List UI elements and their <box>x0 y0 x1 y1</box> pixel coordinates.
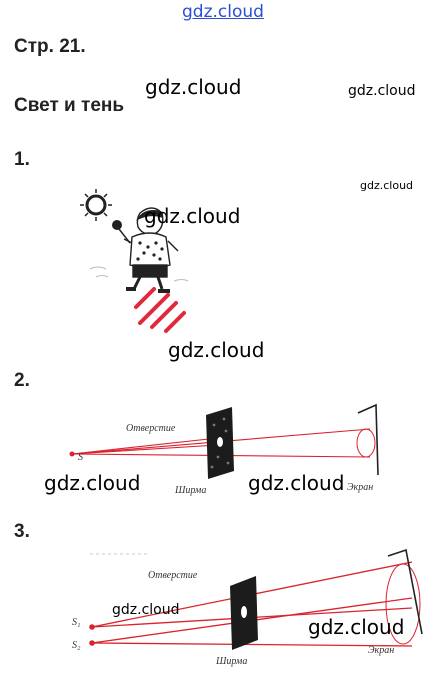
plate-label: Ширма <box>216 656 248 667</box>
plate-label: Ширма <box>175 485 207 496</box>
shadow-stripes <box>134 287 186 333</box>
task-number-2: 2. <box>14 370 30 391</box>
watermark: gdz.cloud <box>248 471 345 495</box>
screen-label: Экран <box>368 645 395 656</box>
boy-figure <box>123 207 179 293</box>
boy-with-shadow-illustration <box>80 189 189 333</box>
task-number-3: 3. <box>14 521 30 542</box>
hole-label: Отверстие <box>148 570 198 581</box>
watermark: gdz.cloud <box>112 602 180 618</box>
pinhole-diagram-single-source <box>69 403 379 479</box>
pinhole-diagram-two-sources <box>89 548 423 650</box>
hole-label: Отверстие <box>126 423 176 434</box>
watermark: gdz.cloud <box>168 338 265 362</box>
watermark: gdz.cloud <box>348 83 416 99</box>
watermark: gdz.cloud <box>44 471 141 495</box>
watermark: gdz.cloud <box>145 75 242 99</box>
screen-surface <box>357 403 379 476</box>
sun-icon <box>80 189 112 221</box>
task-number-1: 1. <box>14 149 30 170</box>
flower-icon <box>112 220 131 244</box>
page-title: Стр. 21. <box>14 36 86 57</box>
source-label: S <box>78 452 83 463</box>
screen-plate-icon <box>206 407 234 479</box>
light-source-2-point <box>89 640 95 646</box>
screen-surface <box>387 548 423 635</box>
source-2-label: S₂ <box>72 640 81 651</box>
watermark: gdz.cloud <box>144 204 241 228</box>
section-title: Свет и тень <box>14 95 125 116</box>
source-1-label: S₁ <box>72 617 81 628</box>
watermark: gdz.cloud <box>308 615 405 639</box>
screen-label: Экран <box>347 482 374 493</box>
light-source-point <box>69 451 75 457</box>
screen-plate-icon <box>230 576 258 650</box>
watermark: gdz.cloud <box>360 179 414 192</box>
light-source-1-point <box>89 624 95 630</box>
top-watermark-link[interactable]: gdz.cloud <box>182 2 264 22</box>
